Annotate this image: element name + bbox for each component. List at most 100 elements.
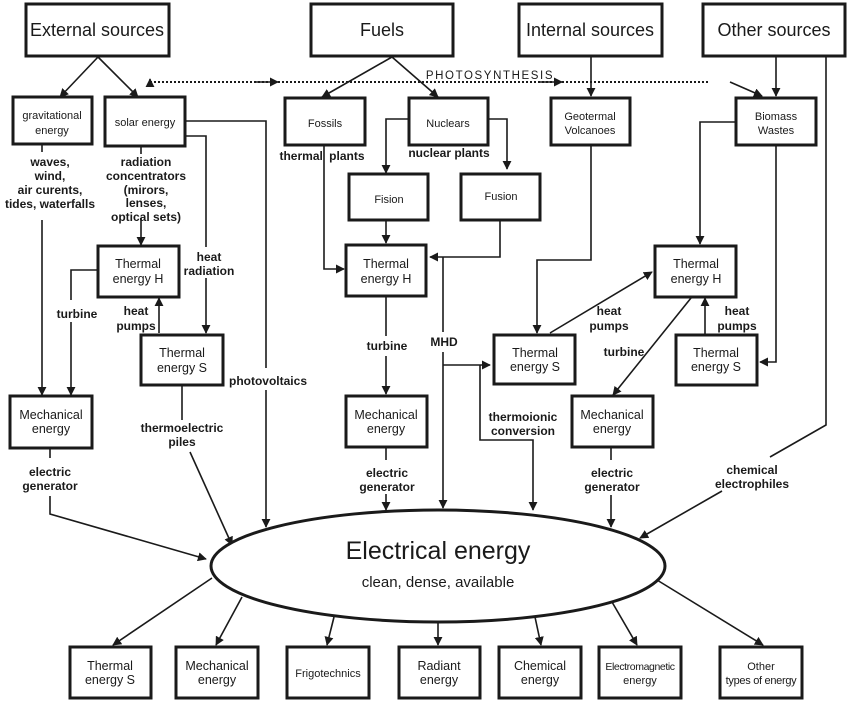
source-fuels: Fuels [309,2,455,58]
label-heat-pumps-right-1: heat [725,304,750,318]
label-radiation-2: concentrators [106,169,186,183]
output-electromagnetic-line2: energy [623,675,657,687]
label-thermoelectric-2: piles [168,435,196,449]
edges [37,56,827,646]
source-other: Other sources [701,2,847,58]
label-radiation-4: lenses, [126,196,167,210]
source-internal: Internal sources [517,2,664,58]
node-biomass-line2: Wastes [758,125,795,137]
center-electrical-energy: Electrical energy clean, dense, availabl… [209,508,667,624]
node-solar: solar energy [103,95,187,148]
node-fusion-label: Fusion [484,191,517,203]
edge-fuels-fossils [321,56,393,98]
node-fision-label: Fision [374,194,403,206]
output-mechanical-line1: Mechanical [185,659,248,673]
output-radiant-line1: Radiant [417,659,461,673]
node-thermal-h-right: Thermal energy H [653,244,738,299]
label-photosynthesis: PHOTOSYNTHESIS [426,70,554,82]
edge-thermoionic-center [479,365,538,511]
node-thermal-s-right-line2: energy S [691,360,741,374]
center-title: Electrical energy [346,537,531,565]
source-internal-label: Internal sources [526,20,654,40]
output-thermal-line1: Thermal [87,659,133,673]
node-thermal-h-right-line2: energy H [671,272,722,286]
node-mechanical-mid-line2: energy [367,422,406,436]
edge-thermalH-turbine-upper [70,269,97,300]
edge-other-chemical-upper [769,57,827,458]
node-thermal-s-mid: Thermal energy S [492,333,577,386]
label-heat-pumps-left-2: pumps [116,319,156,333]
node-mechanical-right-line1: Mechanical [580,408,643,422]
label-generator-mid-1: electric [366,466,408,480]
edge-solar-heatrad-upper [185,135,207,247]
node-thermal-s-left-line1: Thermal [159,346,205,360]
node-mechanical-right: Mechanical energy [570,394,655,449]
output-radiant-line2: energy [420,673,459,687]
node-biomass: Biomass Wastes [734,96,818,147]
node-nuclears: Nuclears [407,96,490,147]
label-radiation-5: optical sets) [111,210,181,224]
node-geotermal: Geotermal Volcanoes [549,96,632,147]
output-radiant-energy: Radiant energy [397,645,482,700]
edge-heatpumps-mid [549,271,653,334]
source-fuels-label: Fuels [360,20,404,40]
source-other-label: Other sources [717,20,830,40]
output-electromagnetic-energy: Electromagnetic energy [597,645,683,700]
node-mechanical-right-line2: energy [593,422,632,436]
output-chemical-energy: Chemical energy [497,645,583,700]
node-thermal-h-mid-line1: Thermal [363,257,409,271]
edge-center-out-thermal [112,577,213,646]
label-heat-pumps-mid-2: pumps [589,319,629,333]
edge-other-chemical-lower [639,490,723,539]
node-mechanical-left: Mechanical energy [8,394,94,450]
edge-solar-pv-upper [185,120,267,368]
label-turbine-mid: turbine [367,339,408,353]
edge-center-out-electromagnetic [611,601,638,646]
node-mechanical-mid-line1: Mechanical [354,408,417,422]
label-thermoionic-2: conversion [491,424,555,438]
label-thermoelectric-1: thermoelectric [141,421,224,435]
edge-center-out-chemical [534,616,544,646]
label-photovoltaics: photovoltaics [229,374,307,388]
node-fusion: Fusion [459,172,542,222]
node-thermal-h-left-line2: energy H [113,272,164,286]
label-nuclear-plants: nuclear plants [408,146,490,160]
node-fossils: Fossils [283,96,367,147]
edge-center-out-mechanical [215,596,243,646]
edge-labels: PHOTOSYNTHESIS waves, wind, air curents,… [5,70,789,494]
node-thermal-s-left-line2: energy S [157,361,207,375]
output-thermal-energy-s: Thermal energy S [68,645,153,700]
output-frigotechnics: Frigotechnics [285,645,371,700]
output-mechanical-line2: energy [198,673,237,687]
node-fision: Fision [347,172,430,222]
edge-generator-left-center [49,496,207,562]
output-electromagnetic-line1: Electromagnetic [605,661,674,673]
node-fossils-label: Fossils [308,118,343,130]
output-other-line1: Other [747,661,775,673]
edge-center-out-other [656,579,764,646]
edge-biomass-thermalS-right [759,146,777,367]
node-geotermal-line2: Volcanoes [565,125,616,137]
label-waves-2: wind, [34,169,66,183]
node-thermal-h-right-line1: Thermal [673,257,719,271]
output-chemical-line1: Chemical [514,659,566,673]
outputs: Thermal energy S Mechanical energy Frigo… [68,645,804,700]
edge-external-gravitational [59,56,99,98]
label-generator-left-1: electric [29,465,71,479]
output-frigotechnics-label: Frigotechnics [295,668,361,680]
edge-external-solar [97,56,139,98]
label-mhd: MHD [430,335,458,349]
node-thermal-s-right: Thermal energy S [674,333,759,387]
node-thermal-h-left: Thermal energy H [96,244,181,299]
edge-nuclears-fusion [488,118,512,170]
label-heat-radiation-1: heat [197,250,222,264]
node-thermal-s-left: Thermal energy S [139,333,225,387]
label-radiation-3: (mirors, [124,183,169,197]
edge-fossils-thermalH [323,146,345,274]
output-chemical-line2: energy [521,673,560,687]
node-thermal-s-right-line1: Thermal [693,346,739,360]
node-mechanical-left-line1: Mechanical [19,408,82,422]
source-external-label: External sources [30,20,164,40]
edge-fuels-nuclears [391,56,439,98]
